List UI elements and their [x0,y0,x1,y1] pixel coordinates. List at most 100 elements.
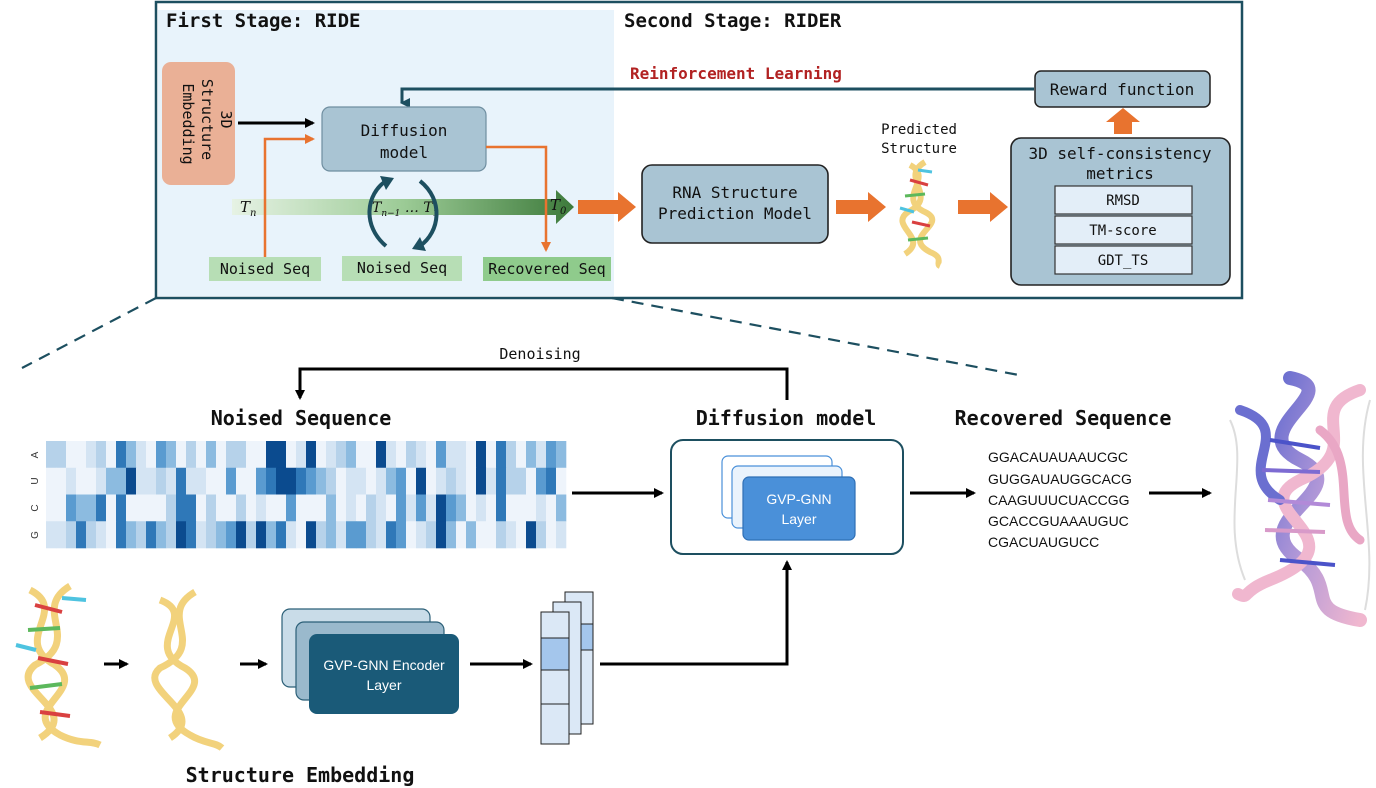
heatmap-cell [306,467,317,495]
metric-rmsd: RMSD [1106,193,1140,209]
heatmap-cell [386,494,397,522]
heatmap-cell [176,521,187,549]
heatmap-cell [406,467,417,495]
heatmap-cell [86,494,97,522]
heatmap-cell [56,494,67,522]
heatmap-cell [236,441,247,469]
heatmap-cell [376,441,387,469]
heatmap-cell [196,521,207,549]
heatmap-cell [346,494,357,522]
heatmap-cell [196,494,207,522]
heatmap-cell [246,467,257,495]
noised-seq-box-2 [342,256,462,281]
heatmap-cell [66,467,77,495]
heatmap-cell [386,467,397,495]
heatmap-cell [516,441,527,469]
gvp-gnn-layer-line2: Layer [781,511,816,527]
heatmap-cell [296,467,307,495]
heatmap-row-label-g: G [30,531,41,539]
heatmap-cell [376,467,387,495]
heatmap-cell [116,441,127,469]
heatmap-cell [256,494,267,522]
heatmap-cell [156,441,167,469]
noised-seq-label-2: Noised Seq [357,259,447,277]
heatmap-cell [296,441,307,469]
t-n-label: Tn [240,198,256,219]
heatmap-cell [326,494,337,522]
to-predicted-arrow [836,192,886,222]
heatmap-cell [116,521,127,549]
diffusion-model-line2: model [380,143,428,162]
cycle-arrowhead-left [380,176,394,190]
heatmap-cell [366,467,377,495]
heatmap-cell [86,441,97,469]
heatmap-cell [456,441,467,469]
heatmap-cell [256,521,267,549]
heatmap-cell [256,441,267,469]
heatmap-cell [196,441,207,469]
heatmap-cell [176,441,187,469]
heatmap-cell [76,521,87,549]
to-rna-model-arrow [578,192,636,222]
heatmap-cell [396,521,407,549]
heatmap-cell [326,441,337,469]
encoder-layer-box [309,634,459,714]
heatmap-cell [536,521,547,549]
heatmap-cell [436,521,447,549]
heatmap-cell [106,441,117,469]
heatmap-cell [376,494,387,522]
heatmap-cell [136,467,147,495]
heatmap-cell [146,441,157,469]
heatmap-cell [346,467,357,495]
heatmap-cell [316,467,327,495]
denoising-label: Denoising [499,345,580,363]
heatmap-cell [406,441,417,469]
heatmap-cell [466,521,477,549]
heatmap-cell [166,441,177,469]
zoom-line-right [611,296,1025,378]
heatmap-cell [456,467,467,495]
heatmap-cell [166,521,177,549]
noised-to-diffusion-arrow [263,134,315,258]
heatmap-cell [516,467,527,495]
heatmap-cell [346,521,357,549]
heatmap-cell [416,467,427,495]
heatmap-cell [116,494,127,522]
heatmap-cell [396,467,407,495]
heatmap-cell [356,521,367,549]
reward-function-box [1034,70,1211,108]
heatmap-cell [166,467,177,495]
recovered-line-5: CGACUAUGUCC [988,534,1099,550]
heatmap-cell [466,441,477,469]
heatmap-cell [216,494,227,522]
heatmap-cell [356,467,367,495]
heatmap-cell [516,494,527,522]
recovered-line-2: GUGGAUAUGGCACG [988,471,1132,487]
heatmap-cell [536,441,547,469]
heatmap-cell [556,467,567,495]
heatmap-cell [256,467,267,495]
structure-embedding-box-line1: 3D [217,110,235,128]
predicted-structure-image [899,159,942,269]
heatmap-cell [506,441,517,469]
heatmap-cell [526,467,537,495]
heatmap-cell [216,467,227,495]
heatmap-cell [446,467,457,495]
heatmap-cell [376,521,387,549]
embedding-vectors [540,591,594,745]
structure-embedding-box-label: 3D Structure Embedding [179,79,235,169]
heatmap-cell [276,521,287,549]
heatmap-cell [506,494,517,522]
heatmap-cell [126,494,137,522]
heatmap-cell [226,441,237,469]
heatmap-cell [96,441,107,469]
heatmap-cell [206,521,217,549]
heatmap-cell [296,521,307,549]
heatmap-cell [346,441,357,469]
heatmap-cell [246,441,257,469]
heatmap-cell [546,521,557,549]
metric-tm-score: TM-score [1089,223,1156,239]
heatmap-cell [476,467,487,495]
heatmap-cell [86,467,97,495]
heatmap-cell [466,467,477,495]
